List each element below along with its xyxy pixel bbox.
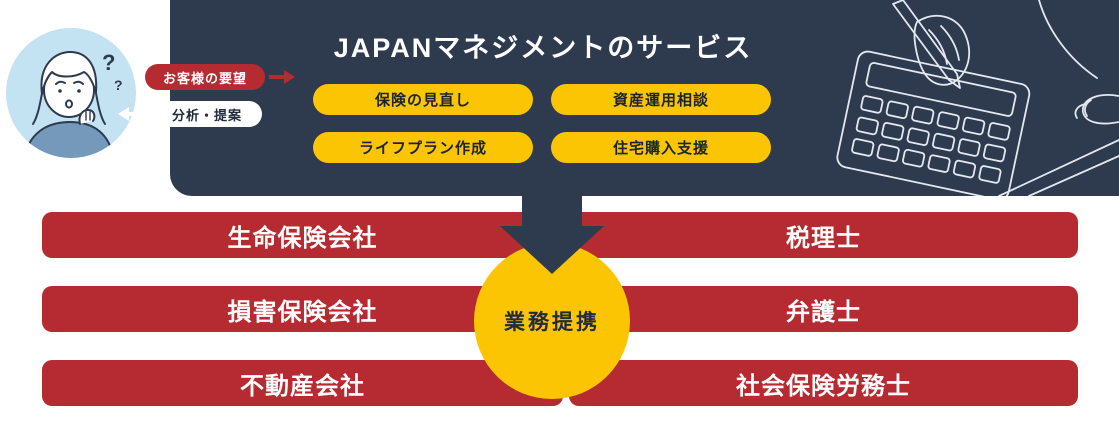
service-pill-home-purchase: 住宅購入支援: [551, 132, 771, 163]
thinking-person-icon: ? ?: [23, 50, 123, 158]
arrow-right-icon: [269, 70, 295, 84]
analysis-proposal-label: 分析・提案: [152, 101, 263, 127]
partner-bar-life-insurance: 生命保険会社: [42, 212, 563, 258]
service-pill-life-plan: ライフプラン作成: [313, 132, 533, 163]
client-request-label: お客様の要望: [145, 64, 266, 90]
service-panel: JAPANマネジメントのサービス 保険の見直し 資産運用相談 ライフプラン作成 …: [170, 0, 1119, 196]
partner-bar-real-estate: 不動産会社: [42, 360, 563, 406]
service-pill-asset-management: 資産運用相談: [551, 84, 771, 115]
question-mark-small: ?: [114, 77, 123, 93]
arrow-down-icon: [500, 196, 604, 274]
partnership-hub-label: 業務提携: [504, 311, 600, 334]
client-avatar: ? ?: [6, 28, 136, 158]
partner-bar-tax-accountant: 税理士: [569, 212, 1078, 258]
panel-title: JAPANマネジメントのサービス: [333, 33, 753, 63]
arrow-left-icon: [118, 107, 144, 121]
service-pill-insurance-review: 保険の見直し: [313, 84, 533, 115]
calculator-hands-icon: [836, 0, 1119, 196]
question-mark: ?: [102, 50, 115, 75]
partner-bar-lawyer: 弁護士: [569, 286, 1078, 332]
partner-bar-labor-consultant: 社会保険労務士: [569, 360, 1078, 406]
